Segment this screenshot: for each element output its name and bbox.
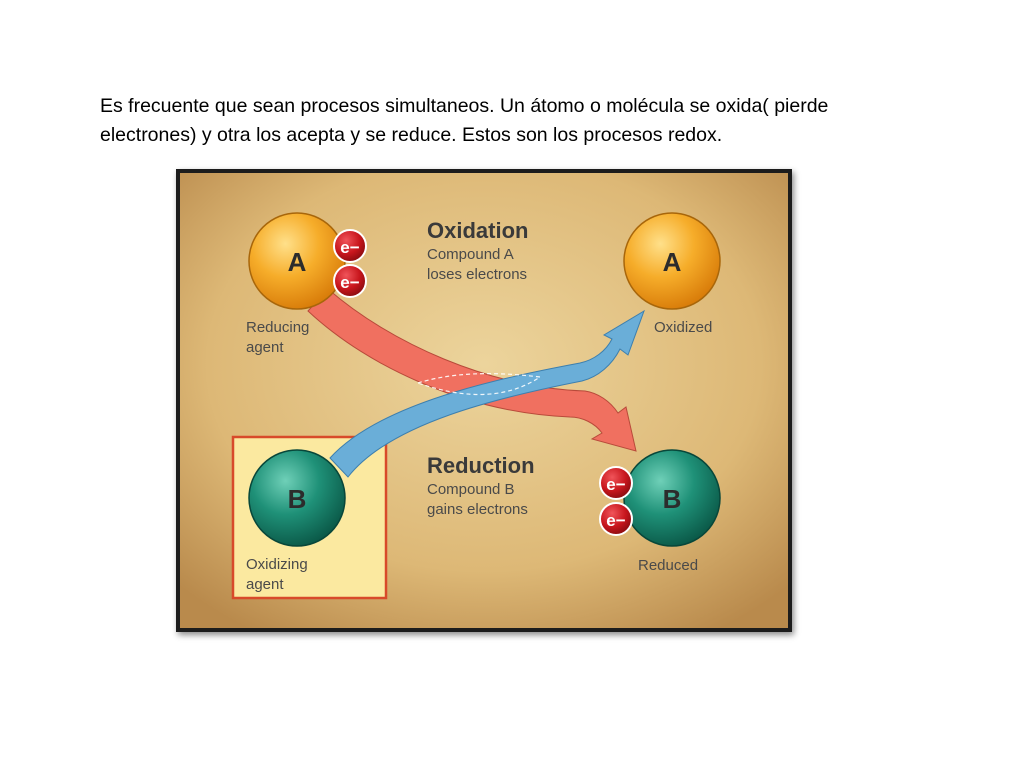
caption-text: Es frecuente que sean procesos simultane… xyxy=(100,92,980,150)
atom-b-reduced-label: B xyxy=(663,484,682,514)
reduction-line-1: Compound B xyxy=(427,481,515,498)
atom-a-label: A xyxy=(288,247,307,277)
oxidizing-agent-line-1: Oxidizing xyxy=(246,556,308,573)
electron-label: e− xyxy=(340,238,359,257)
electron-b-1: e− xyxy=(599,466,633,500)
reduction-title: Reduction xyxy=(427,453,535,478)
caption-line-2: electrones) y otra los acepta y se reduc… xyxy=(100,124,723,146)
overlap-outline xyxy=(416,373,542,396)
atom-b-oxidizing: B xyxy=(248,449,346,547)
reduction-line-2: gains electrons xyxy=(427,501,528,518)
electron-a-2: e− xyxy=(333,264,367,298)
redox-diagram-svg: A e− e− A B B e− xyxy=(180,173,788,628)
oxidizing-agent-line-2: agent xyxy=(246,576,284,593)
atom-a-oxidized-label: A xyxy=(663,247,682,277)
electron-label: e− xyxy=(606,511,625,530)
oxidation-line-2: loses electrons xyxy=(427,266,527,283)
atom-b-reduced: B xyxy=(623,449,721,547)
electron-b-2: e− xyxy=(599,502,633,536)
reducing-agent-line-2: agent xyxy=(246,339,284,356)
redox-diagram: A e− e− A B B e− xyxy=(176,169,792,632)
atom-b-label: B xyxy=(288,484,307,514)
atom-a-reducing: A xyxy=(248,212,346,310)
electron-label: e− xyxy=(606,475,625,494)
reducing-agent-line-1: Reducing xyxy=(246,319,309,336)
electron-a-1: e− xyxy=(333,229,367,263)
electron-transfer-arrow-blue xyxy=(329,309,645,478)
oxidized-label: Oxidized xyxy=(654,319,712,336)
caption-line-1: Es frecuente que sean procesos simultane… xyxy=(100,95,829,117)
electron-label: e− xyxy=(340,273,359,292)
reduced-label: Reduced xyxy=(638,557,698,574)
atom-a-oxidized: A xyxy=(623,212,721,310)
oxidation-title: Oxidation xyxy=(427,218,528,243)
oxidation-line-1: Compound A xyxy=(427,246,514,263)
